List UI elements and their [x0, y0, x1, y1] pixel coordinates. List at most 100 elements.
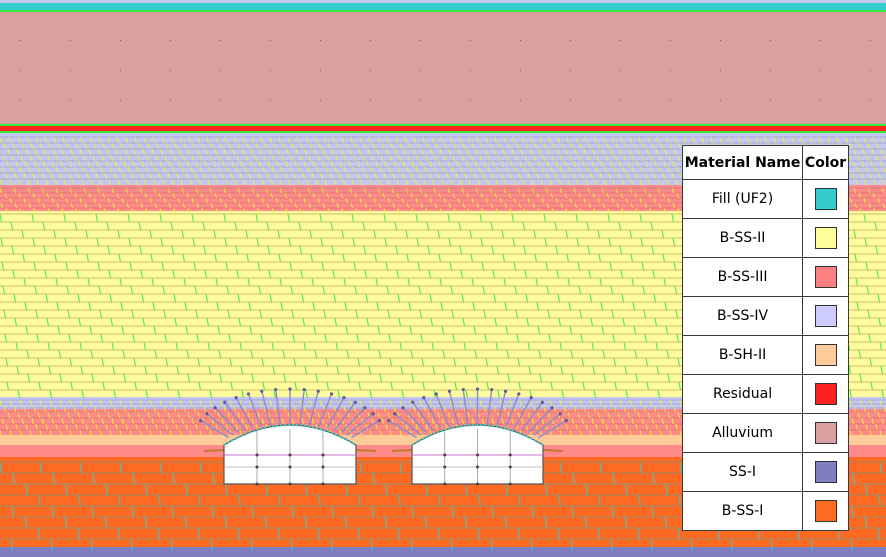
mesh-cell-tick [636, 160, 639, 168]
mesh-cell-tick [309, 399, 312, 407]
mesh-cell-tick [127, 411, 130, 419]
mesh-cell-tick [571, 505, 574, 518]
mesh-cell-tick [865, 423, 868, 431]
mesh-cell-tick [83, 187, 86, 194]
mesh-cell-tick [18, 192, 21, 199]
mesh-node-dot [420, 100, 421, 101]
mesh-cell-tick [181, 417, 184, 425]
mesh-cell-tick [629, 187, 632, 194]
mesh-cell-tick [462, 317, 465, 327]
mesh-cell-tick [178, 148, 181, 156]
mesh-cell-tick [47, 207, 50, 214]
mesh-cell-tick [550, 381, 553, 391]
mesh-cell-tick [583, 197, 586, 204]
mesh-cell-tick [293, 357, 296, 367]
mesh-cell-tick [848, 365, 851, 375]
mesh-node-dot [170, 70, 171, 71]
mesh-cell-tick [339, 429, 342, 437]
mesh-cell-tick [323, 309, 326, 319]
mesh-cell-tick [657, 187, 660, 194]
mesh-cell-tick [124, 148, 127, 156]
rock-bolt [206, 413, 234, 436]
mesh-cell-tick [426, 221, 429, 231]
mesh-cell-tick [239, 399, 242, 407]
mesh-cell-tick [495, 207, 498, 214]
mesh-cell-tick [527, 341, 530, 351]
mesh-cell-tick [419, 309, 422, 319]
mesh-cell-tick [447, 213, 450, 223]
mesh-cell-tick [377, 187, 380, 194]
mesh-cell-tick [129, 142, 132, 150]
mesh-cell-tick [447, 187, 450, 194]
legend-color-swatch [814, 383, 837, 405]
mesh-cell-tick [144, 516, 147, 529]
mesh-cell-tick [560, 202, 563, 209]
mesh-cell-tick [487, 166, 490, 174]
mesh-cell-tick [338, 172, 341, 180]
mesh-cell-tick [345, 483, 348, 496]
mesh-cell-tick [134, 136, 137, 144]
tunnels-layer [223, 424, 544, 486]
mesh-cell-tick [881, 417, 884, 425]
mesh-cell-tick [864, 237, 867, 247]
mesh-cell-tick [644, 333, 647, 343]
mesh-cell-tick [68, 172, 71, 180]
mesh-cell-tick [79, 341, 82, 351]
mesh-cell-tick [89, 136, 92, 144]
mesh-node-dot [720, 100, 721, 101]
mesh-cell-tick [542, 154, 545, 162]
mesh-cell-tick [46, 166, 49, 174]
mesh-cell-tick [188, 136, 191, 144]
mesh-cell-tick [369, 178, 372, 186]
mesh-cell-tick [144, 365, 147, 375]
mesh-cell-tick [358, 148, 361, 156]
mesh-cell-tick [653, 293, 656, 303]
mesh-cell-tick [346, 349, 349, 359]
mesh-cell-tick [88, 192, 91, 199]
mesh-cell-tick [230, 381, 233, 391]
mesh-cell-tick [669, 429, 672, 437]
mesh-cell-tick [249, 399, 252, 407]
mesh-cell-tick [309, 142, 312, 150]
mesh-cell-tick [426, 142, 429, 150]
mesh-cell-tick [483, 160, 486, 168]
mesh-cell-tick [91, 505, 94, 518]
mesh-cell-tick [543, 405, 546, 413]
mesh-cell-tick [568, 301, 571, 311]
mesh-cell-tick [336, 202, 339, 209]
mesh-cell-tick [629, 399, 632, 407]
mesh-cell-tick [676, 166, 679, 174]
mesh-cell-tick [374, 253, 377, 263]
mesh-cell-tick [333, 178, 336, 186]
mesh-cell-tick [619, 399, 622, 407]
mesh-cell-tick [853, 229, 856, 239]
mesh-cell-tick [89, 207, 92, 214]
mesh-cell-tick [172, 192, 175, 199]
mesh-cell-tick [9, 178, 12, 186]
mesh-cell-tick [356, 333, 359, 343]
mesh-cell-tick [464, 365, 467, 375]
mesh-cell-tick [405, 178, 408, 186]
mesh-cell-tick [227, 411, 230, 419]
mesh-cell-tick [111, 142, 114, 150]
mesh-cell-tick [549, 178, 552, 186]
mesh-cell-tick [96, 237, 99, 247]
mesh-cell-tick [641, 261, 644, 271]
mesh-cell-tick [187, 148, 190, 156]
mesh-cell-tick [199, 429, 202, 437]
mesh-cell-tick [551, 207, 554, 214]
mesh-cell-tick [354, 192, 357, 199]
mesh-cell-tick [447, 160, 450, 168]
mesh-cell-tick [260, 333, 263, 343]
mesh-cell-tick [261, 417, 264, 425]
mesh-cell-tick [677, 357, 680, 367]
mesh-cell-tick [637, 411, 640, 419]
mesh-cell-tick [388, 166, 391, 174]
mesh-cell-tick [296, 136, 299, 144]
mesh-cell-tick [554, 221, 557, 231]
mesh-cell-tick [139, 429, 142, 437]
mesh-cell-tick [537, 411, 540, 419]
mesh-cell-tick [218, 349, 221, 359]
mesh-cell-tick [471, 417, 474, 425]
mesh-cell-tick [536, 301, 539, 311]
